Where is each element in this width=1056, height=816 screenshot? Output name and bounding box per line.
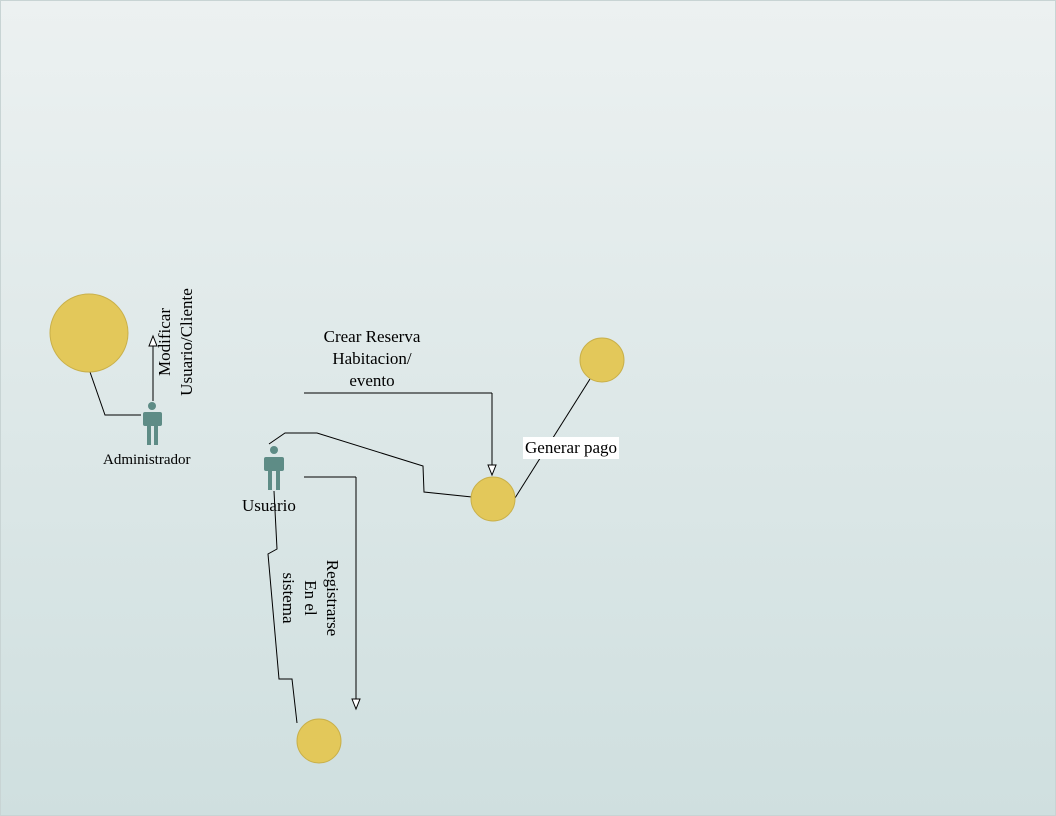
usecase-registrarse-circle[interactable] bbox=[296, 718, 342, 764]
crear-reserva-label: Crear Reserva Habitacion/ evento bbox=[301, 326, 443, 392]
usecase-pago-circle[interactable] bbox=[579, 337, 625, 383]
user-to-reserva-line bbox=[268, 432, 473, 498]
modificar-line1: Modificar bbox=[155, 308, 174, 376]
admin-label: Administrador bbox=[103, 452, 191, 468]
registrarse-line2: En el bbox=[301, 580, 320, 616]
user-to-registrarse-line bbox=[267, 490, 298, 724]
generar-pago-label: Generar pago bbox=[523, 437, 620, 459]
modificar-arrowhead bbox=[148, 334, 158, 347]
crear-reserva-line2: Habitacion/ bbox=[332, 349, 412, 368]
admin-to-usecase-line bbox=[89, 371, 141, 416]
modificar-line2: Usuario/Cliente bbox=[177, 288, 196, 396]
crear-reserva-arrowhead bbox=[487, 464, 497, 477]
admin-actor-icon[interactable] bbox=[143, 402, 162, 445]
usecase-admin-circle[interactable] bbox=[49, 293, 129, 373]
usecase-reserva-circle[interactable] bbox=[470, 476, 516, 522]
user-label: Usuario bbox=[242, 496, 296, 515]
registrarse-line3: sistema bbox=[279, 572, 298, 624]
crear-reserva-line3: evento bbox=[349, 371, 395, 390]
registrarse-label: Registrarse En el sistema bbox=[277, 537, 343, 659]
modificar-label: Modificar Usuario/Cliente bbox=[154, 272, 200, 412]
crear-reserva-line1: Crear Reserva bbox=[323, 327, 421, 346]
registrarse-arrowhead bbox=[351, 698, 361, 711]
registrarse-line1: Registrarse bbox=[323, 559, 342, 637]
user-actor-icon[interactable] bbox=[264, 446, 284, 490]
